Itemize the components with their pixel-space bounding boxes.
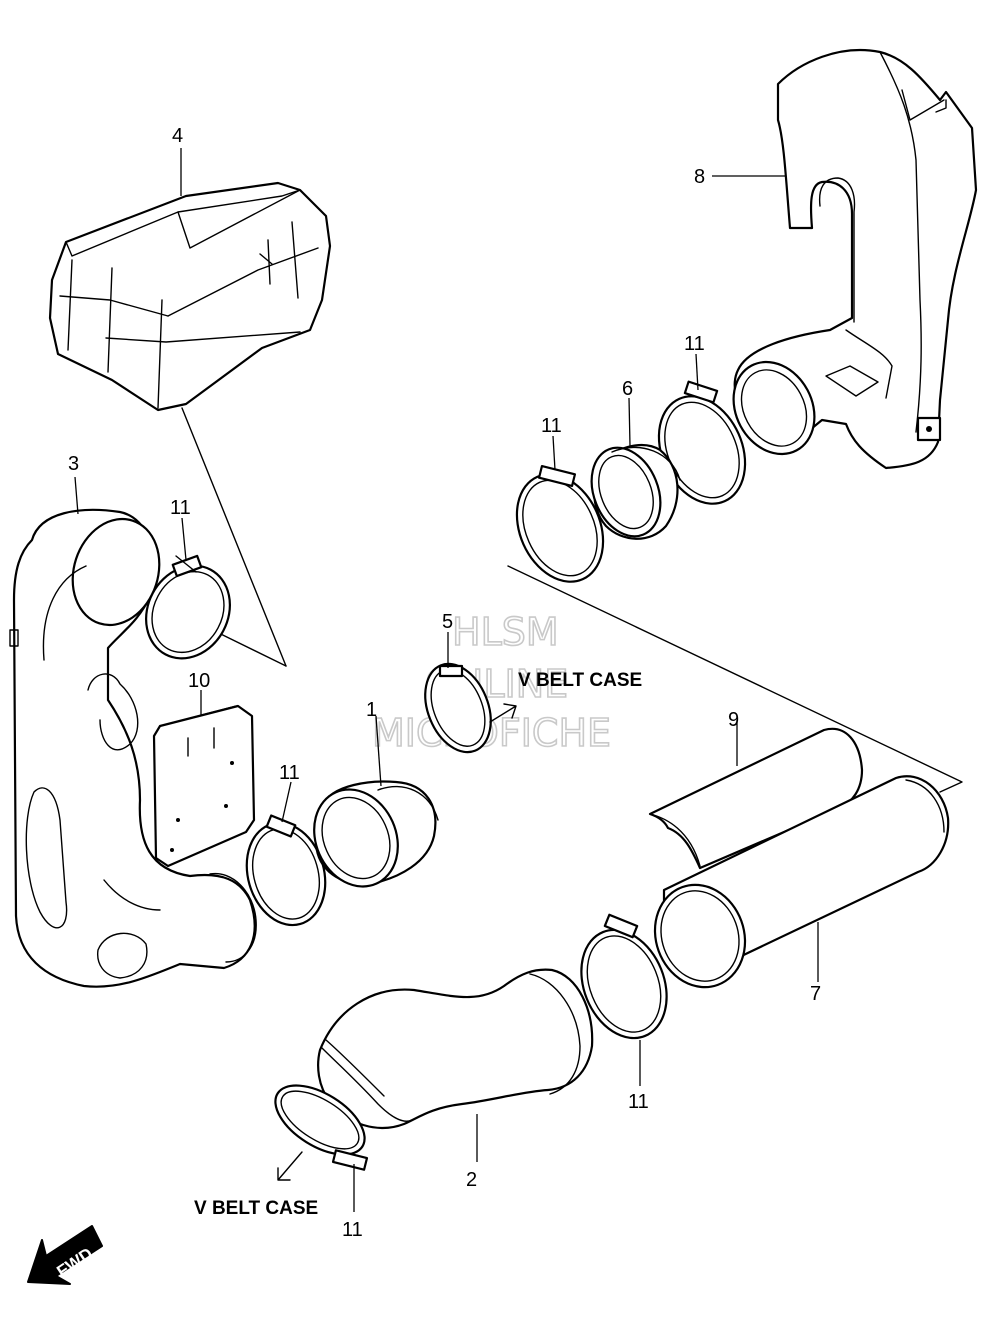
part-11-clamp-b[interactable] <box>235 814 337 935</box>
callout-8: 8 <box>694 166 705 188</box>
callout-6: 6 <box>622 378 633 400</box>
callout-11-f: 11 <box>342 1219 363 1241</box>
part-11-clamp-e[interactable] <box>566 913 682 1051</box>
part-6-sleeve[interactable] <box>579 437 681 546</box>
leader-3 <box>74 476 79 515</box>
part-5-gasket[interactable] <box>413 654 503 762</box>
callout-5: 5 <box>442 611 453 633</box>
part-1-joint[interactable] <box>299 776 439 900</box>
callout-9: 9 <box>728 709 739 731</box>
callout-7: 7 <box>810 983 821 1005</box>
leader-11-d <box>552 435 556 471</box>
watermark-line-1: HLSM <box>452 610 559 654</box>
callout-11-c: 11 <box>684 333 705 355</box>
callout-11-d: 11 <box>541 415 562 437</box>
callout-1: 1 <box>366 699 377 721</box>
assembly-guide-long <box>507 565 963 793</box>
callout-11-e: 11 <box>628 1091 649 1113</box>
callout-4: 4 <box>172 125 183 147</box>
label-v-belt-case-top: V BELT CASE <box>518 670 642 691</box>
callout-3: 3 <box>68 453 79 475</box>
label-v-belt-case-bottom: V BELT CASE <box>194 1198 318 1219</box>
part-8-upper-duct[interactable] <box>718 48 978 470</box>
arrow-v-belt-case-top <box>489 703 517 723</box>
fwd-arrow-icon: FWD <box>27 1225 103 1285</box>
callout-2: 2 <box>466 1169 477 1191</box>
callout-10: 10 <box>188 670 210 692</box>
part-2-elbow-hose[interactable] <box>317 968 594 1129</box>
assembly-guide-4 <box>181 407 287 667</box>
leader-1 <box>375 715 382 787</box>
leader-11-a <box>181 517 187 561</box>
part-11-clamp-f[interactable] <box>264 1071 376 1171</box>
part-11-clamp-a[interactable] <box>130 551 246 673</box>
part-3-intake-duct[interactable] <box>9 508 257 988</box>
part-11-clamp-d[interactable] <box>501 461 620 596</box>
part-10-filter[interactable] <box>152 704 256 868</box>
leader-6 <box>628 397 631 447</box>
part-4-air-box[interactable] <box>48 181 332 412</box>
leader-11-b <box>281 781 292 823</box>
arrow-v-belt-case-bottom <box>277 1151 303 1181</box>
callout-11-a: 11 <box>170 497 191 519</box>
watermark: HLSM ONLINE MICROFICHE <box>371 609 612 756</box>
leader-11-c <box>695 353 699 391</box>
part-7-cylinder[interactable] <box>641 775 950 1000</box>
callout-11-b: 11 <box>279 762 300 784</box>
